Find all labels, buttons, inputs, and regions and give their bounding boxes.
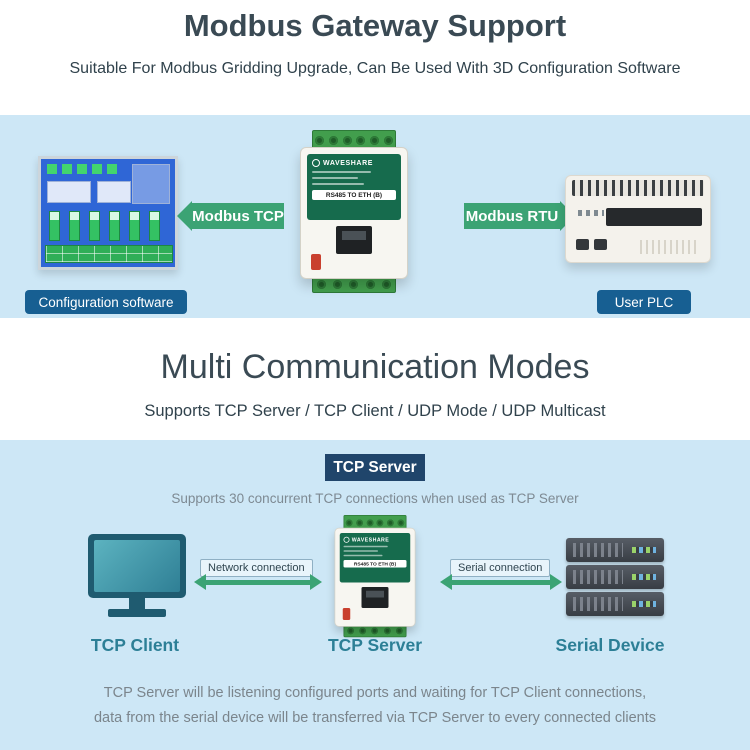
scada-green-bars (47, 164, 117, 174)
plc-vents (640, 240, 700, 254)
terminal-block-bottom (343, 623, 407, 638)
plc-terminal-strip (572, 180, 704, 196)
modes-title: Multi Communication Modes (160, 348, 590, 386)
tcp-server-header: TCP Server (325, 454, 425, 481)
scada-tanks (49, 211, 169, 241)
rj45-port (336, 226, 372, 254)
gateway-device-image: WAVESHARE RS485 TO ETH (B) (300, 130, 408, 293)
configuration-software-caption: Configuration software (25, 290, 187, 314)
scada-panel (97, 181, 131, 203)
device-model-label: RS485 TO ETH (B) (343, 560, 407, 568)
device-body: WAVESHARE RS485 TO ETH (B) (334, 527, 416, 627)
device-body: WAVESHARE RS485 TO ETH (B) (300, 147, 408, 279)
serial-connection-label: Serial connection (450, 559, 551, 577)
scada-data-table (45, 245, 173, 263)
scada-panel (47, 181, 91, 203)
network-connection-arrow (194, 574, 322, 590)
device-label-panel: WAVESHARE RS485 TO ETH (B) (307, 154, 401, 220)
waveshare-logo-icon (343, 536, 350, 543)
device-model-label: RS485 TO ETH (B) (312, 190, 396, 200)
tcp-server-device-image: WAVESHARE RS485 TO ETH (B) (334, 515, 416, 638)
footer-line-2: data from the serial device will be tran… (93, 710, 656, 726)
din-rail-clip (311, 254, 321, 270)
device-brand: WAVESHARE (323, 159, 373, 167)
rj45-port (361, 587, 389, 608)
tcp-server-subtitle: Supports 30 concurrent TCP connections w… (171, 491, 579, 506)
modbus-rtu-arrow: Modbus RTU (464, 201, 575, 231)
tcp-client-label: TCP Client (90, 635, 180, 655)
gateway-subtitle: Suitable For Modbus Gridding Upgrade, Ca… (69, 60, 681, 77)
configuration-software-image (38, 156, 178, 270)
serial-connection-arrow (440, 574, 562, 590)
network-connection-label: Network connection (200, 559, 313, 577)
scada-panel (132, 164, 170, 204)
plc-display-slot (606, 208, 702, 226)
gateway-title: Modbus Gateway Support (183, 8, 567, 43)
waveshare-logo-icon (312, 159, 320, 167)
plc-port (576, 239, 589, 250)
user-plc-image (565, 175, 711, 263)
footer-line-1: TCP Server will be listening configured … (103, 685, 647, 701)
serial-device-label: Serial Device (555, 635, 665, 655)
server-rack-icon (566, 538, 664, 619)
plc-led-row (578, 210, 604, 216)
monitor-icon (88, 534, 186, 617)
device-brand: WAVESHARE (351, 537, 390, 543)
device-label-panel: WAVESHARE RS485 TO ETH (B) (339, 533, 411, 583)
din-rail-clip (342, 608, 351, 620)
modes-subtitle: Supports TCP Server / TCP Client / UDP M… (144, 402, 606, 420)
plc-port (594, 239, 607, 250)
tcp-server-label: TCP Server (327, 635, 423, 655)
user-plc-caption: User PLC (597, 290, 691, 314)
modbus-tcp-arrow: Modbus TCP (177, 201, 284, 231)
